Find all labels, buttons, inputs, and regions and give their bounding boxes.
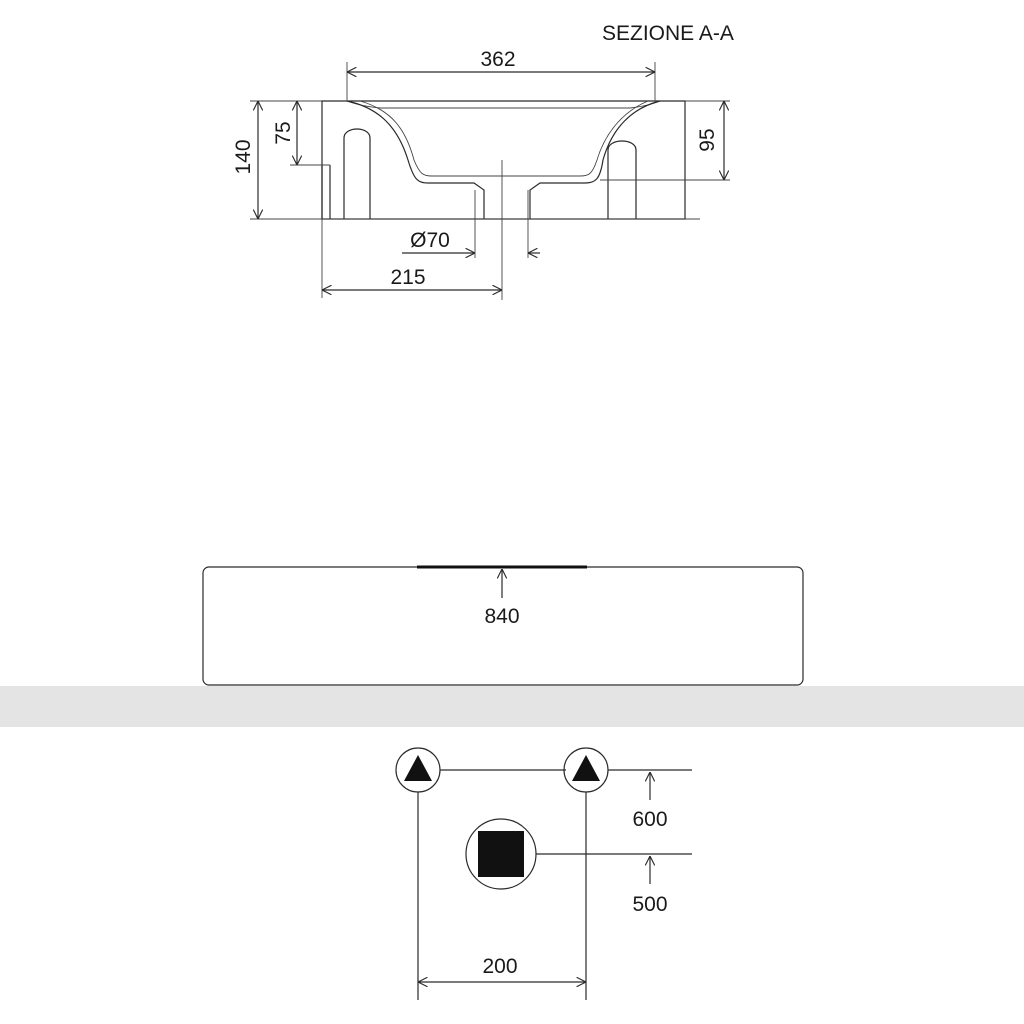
left-stub [321,165,331,219]
dim-362-label: 362 [480,48,515,71]
triangle-in-circle-icon [395,747,441,793]
left-support [343,128,371,219]
triangle-in-circle-icon [563,747,609,793]
dim-95-label: 95 [696,128,719,151]
dim-840-label: 840 [484,605,519,628]
dim-75-label: 75 [272,121,295,144]
basin-outer-profile [321,100,686,220]
dim-215-label: 215 [390,266,425,289]
basin-bowl [346,100,661,219]
section-title: SEZIONE A-A [602,22,734,45]
front-view: 840 [202,565,804,686]
dim-500-label: 500 [632,893,667,916]
right-support [607,140,637,219]
section-view: SEZIONE A-A 362 140 75 [232,22,734,300]
floor-band [0,686,1024,727]
connection-layout: 600 500 200 [395,747,692,1000]
dim-600-label: 600 [632,808,667,831]
dim-70-label: Ø70 [410,229,450,252]
square-in-circle-icon [465,818,537,890]
dim-140-label: 140 [232,139,255,174]
basin-bowl-inner [359,100,649,177]
basin-rim [346,100,661,109]
dim-200-label: 200 [482,955,517,978]
